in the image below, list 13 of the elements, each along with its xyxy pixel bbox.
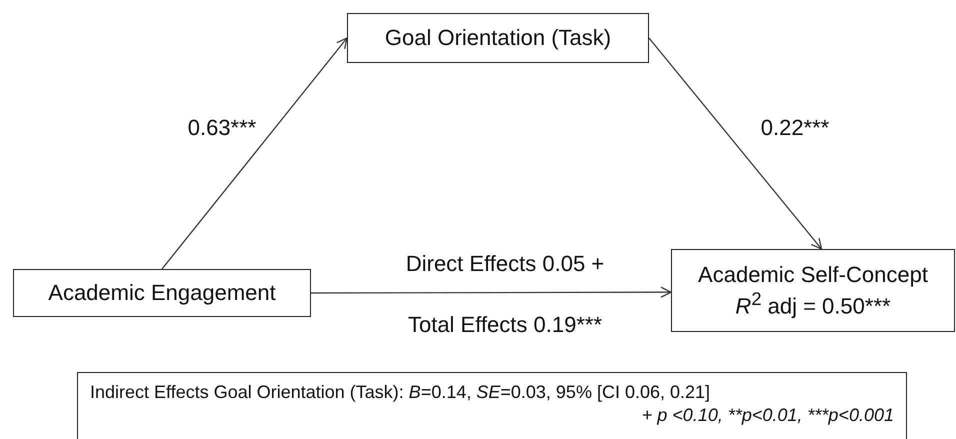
note-text: Indirect Effects Goal Orientation (Task): B=0.14, SE=0.03, 95% [CI 0.06, 0.21]: [90, 381, 712, 404]
arrow: [648, 38, 822, 250]
arrow: [162, 37, 348, 270]
arrow: [311, 286, 672, 298]
note-box: [77, 372, 907, 439]
variable-name: Academic Self-Concept: [698, 260, 928, 288]
variable-box: [13, 269, 311, 317]
variable-name: R$^{2}$ adj = 0.50***: [735, 288, 891, 320]
variable-box: [347, 13, 649, 63]
variable-name: Academic Engagement: [48, 279, 276, 307]
variable-name: Goal Orientation (Task): [384, 24, 612, 52]
significance-note: + p <0.10, **p<0.01, ***p<0.001: [642, 404, 894, 426]
variable-box: [671, 249, 955, 332]
